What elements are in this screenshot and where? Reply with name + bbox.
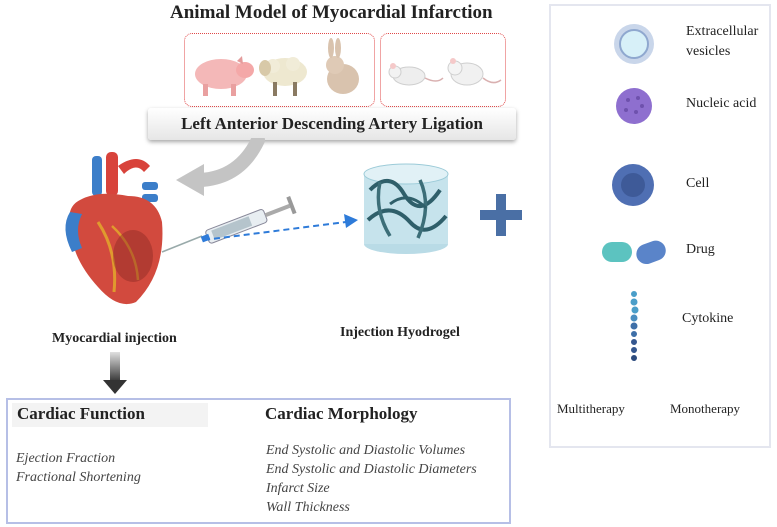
procedure-banner — [148, 108, 516, 140]
morphology-item: Wall Thickness — [266, 500, 350, 515]
large-animals-box — [184, 33, 375, 107]
legend-label-cytokine: Cytokine — [682, 311, 734, 326]
procedure-label: Left Anterior Descending Artery Ligation — [181, 114, 483, 133]
curved-arrow-icon — [176, 138, 265, 196]
injection-caption: Myocardial injection — [52, 331, 177, 346]
dashed-arrow-icon — [203, 214, 358, 241]
function-item: Ejection Fraction — [16, 451, 116, 466]
mouse-icon — [388, 63, 444, 86]
function-heading: Cardiac Function — [17, 404, 145, 423]
function-heading-bg — [12, 403, 208, 427]
nucleic-acid-icon — [616, 88, 652, 124]
hydrogel-icon — [363, 163, 449, 254]
outcomes-box — [6, 398, 511, 524]
plus-icon — [480, 194, 522, 236]
morphology-heading: Cardiac Morphology — [265, 404, 418, 423]
small-animals-illustration — [388, 58, 502, 86]
pig-icon — [195, 56, 254, 96]
rat-icon — [447, 58, 502, 86]
legend-label-drug: Drug — [686, 242, 715, 257]
legend-label-extracellular: Extracellular — [686, 24, 759, 39]
legend-panel — [549, 4, 771, 448]
legend-label-cell: Cell — [686, 176, 710, 191]
rabbit-icon — [326, 38, 359, 94]
cell-icon — [612, 164, 654, 206]
down-arrow-icon — [103, 352, 127, 394]
small-animals-box — [380, 33, 506, 107]
heart-icon — [65, 152, 163, 305]
drug-capsule-icon — [602, 240, 666, 265]
legend-footer-multitherapy: Multitherapy — [557, 401, 625, 416]
extracellular-vesicle-icon — [614, 24, 654, 64]
legend-label-vesicles: vesicles — [686, 44, 731, 59]
morphology-item: Infarct Size — [266, 481, 330, 496]
syringe-icon — [161, 196, 297, 253]
hydrogel-caption: Injection Hyodrogel — [340, 325, 460, 340]
sheep-icon — [259, 57, 307, 96]
function-item: Fractional Shortening — [16, 470, 141, 485]
cytokine-icon — [630, 291, 639, 361]
legend-label-nucleic-acid: Nucleic acid — [686, 96, 757, 111]
morphology-item: End Systolic and Diastolic Volumes — [266, 443, 466, 458]
legend-footer-monotherapy: Monotherapy — [670, 401, 741, 416]
diagram-title: Animal Model of Myocardial Infarction — [170, 2, 493, 23]
large-animals-illustration — [195, 38, 359, 96]
morphology-item: End Systolic and Diastolic Diameters — [266, 462, 477, 477]
